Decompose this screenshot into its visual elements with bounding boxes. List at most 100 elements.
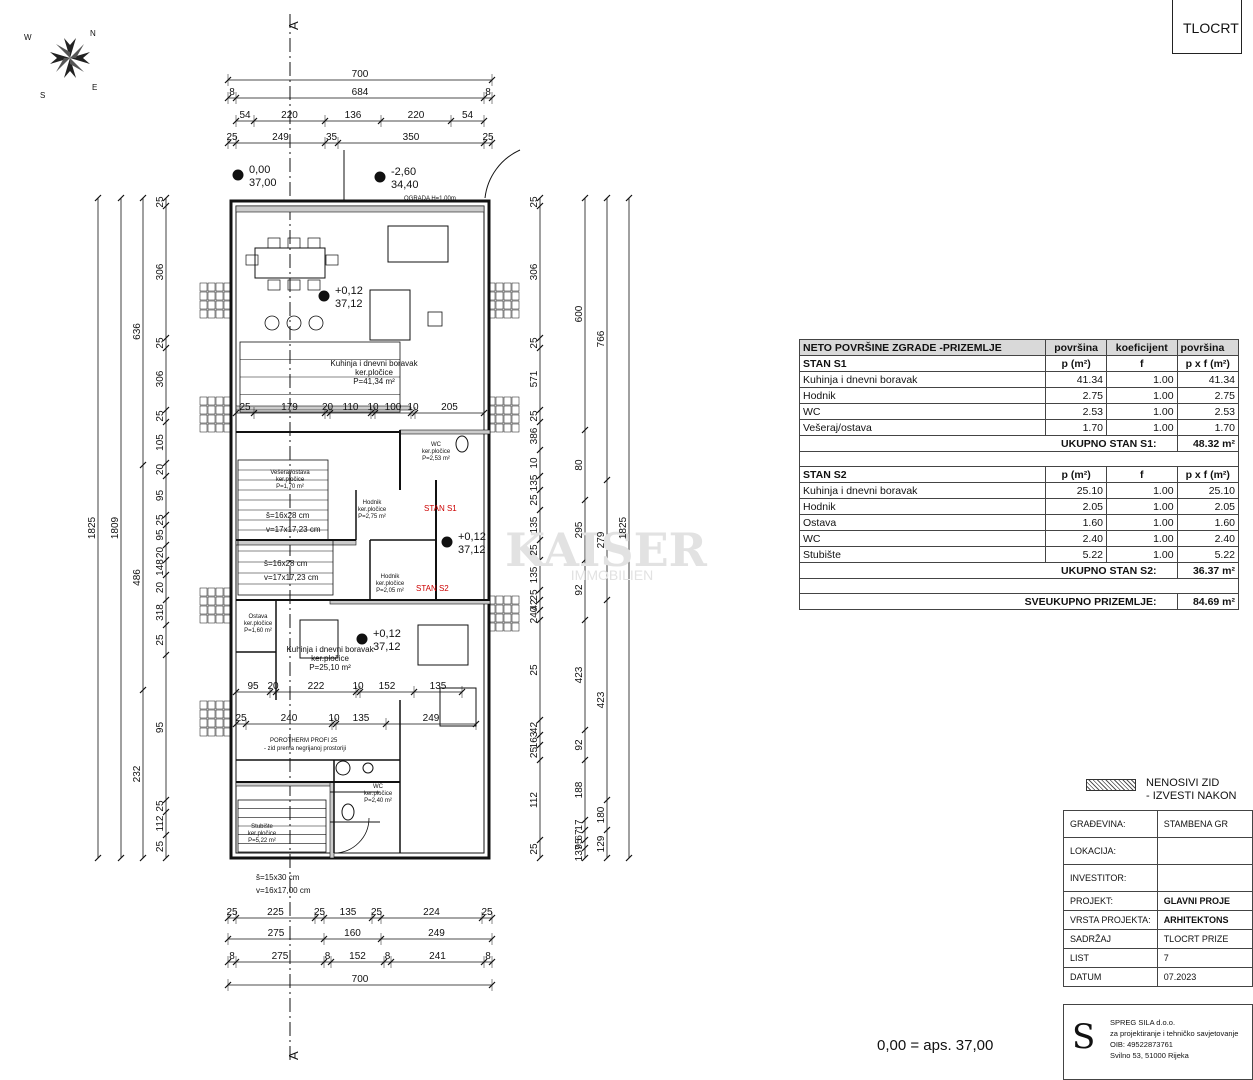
dimension-label: 135 — [529, 516, 540, 533]
dimension-tick — [162, 194, 170, 202]
dimension-tick — [94, 194, 102, 202]
dimension-tick — [536, 596, 544, 604]
room-value: 2.40 — [1176, 530, 1240, 547]
room-value: 25.10 — [1045, 482, 1107, 499]
info-label: SADRŽAJ — [1063, 929, 1158, 949]
chair — [307, 237, 321, 249]
room-area: P=2,05 m² — [376, 588, 404, 594]
dimension-tick — [139, 686, 147, 694]
dimension-label: 10 — [529, 457, 540, 469]
dimension-label: 25 — [529, 747, 540, 759]
dimension-label: 25 — [371, 907, 383, 918]
dimension-tick — [536, 606, 544, 614]
room-name: Hodnik — [381, 574, 401, 580]
dimension-tick — [581, 854, 589, 862]
compass-label: N — [90, 29, 96, 38]
s2-total-label: UKUPNO STAN S2: — [799, 562, 1178, 579]
wall-segment — [199, 396, 232, 433]
info-value: STAMBENA GR — [1156, 810, 1253, 838]
dimension-label: 241 — [429, 951, 446, 962]
dimension-tick — [117, 194, 125, 202]
staircase — [237, 459, 329, 541]
dimension-tick — [162, 796, 170, 804]
room-name: Stubište — [251, 824, 273, 830]
dimension-label: 225 — [267, 907, 284, 918]
chair — [287, 279, 301, 291]
info-value: 07.2023 — [1156, 967, 1253, 987]
s1-h1: p (m²) — [1045, 355, 1107, 372]
s2-h2: f — [1106, 466, 1178, 483]
dimension-tick — [536, 344, 544, 352]
dimension-label: 148 — [155, 559, 166, 576]
dimension-label: 240 — [529, 606, 540, 623]
staircase — [237, 799, 327, 853]
room-value: 5.22 — [1045, 546, 1107, 563]
dimension-tick — [603, 194, 611, 202]
dimension-label: 279 — [596, 531, 607, 548]
firm-stamp: S SPREG SILA d.o.o. za projektiranje i t… — [1063, 1004, 1253, 1080]
room-name: WC — [373, 784, 384, 790]
dimension-tick — [162, 344, 170, 352]
dimension-label: 25 — [226, 907, 238, 918]
dimension-label: 275 — [272, 951, 289, 962]
dimension-label: 163 — [529, 731, 540, 748]
dimension-tick — [581, 826, 589, 834]
dimension-label: 10 — [352, 681, 364, 692]
dimension-tick — [603, 596, 611, 604]
room-area: P=1,70 m² — [276, 484, 304, 490]
chair — [245, 254, 259, 266]
room-value: 1.00 — [1106, 530, 1178, 547]
dimension-label: 95 — [155, 529, 166, 541]
dimension-label: 1809 — [110, 516, 121, 539]
dimension-tick — [581, 756, 589, 764]
firm-oib: OIB: 49522873761 — [1110, 1040, 1173, 1049]
dimension-label: 700 — [352, 974, 369, 985]
room-name: Ostava — [798, 514, 1047, 531]
dimension-label: 600 — [574, 305, 585, 322]
dimension-label: 25 — [155, 841, 166, 853]
dimension-tick — [94, 854, 102, 862]
level-top: +0,12 — [458, 531, 486, 543]
room-area: P=5,22 m² — [248, 838, 276, 844]
level-bottom: 34,40 — [391, 179, 419, 191]
info-label: INVESTITOR: — [1063, 864, 1158, 892]
section-mark: A — [286, 21, 301, 30]
building-outer-wall — [229, 199, 491, 860]
room-area: P=2,40 m² — [364, 798, 392, 804]
s2-h1: p (m²) — [1045, 466, 1107, 483]
room-floor: ker.pločice — [358, 507, 387, 513]
s1-total-label: UKUPNO STAN S1: — [799, 435, 1178, 452]
dimension-label: 17 — [574, 819, 585, 831]
wall-segment — [199, 587, 232, 624]
dimension-label: 25 — [482, 132, 494, 143]
room-area: P=1,60 m² — [244, 628, 272, 634]
dimension-tick — [581, 194, 589, 202]
room-name: Vešeraj/ostava — [270, 470, 310, 476]
dimension-tick — [603, 826, 611, 834]
toilet-icon — [341, 803, 355, 821]
compass-label: E — [92, 83, 97, 92]
dimension-tick — [536, 406, 544, 414]
dimension-tick — [536, 756, 544, 764]
room-area: P=2,53 m² — [422, 456, 450, 462]
room-value: 41.34 — [1176, 371, 1240, 388]
room-floor: ker.pločice — [276, 477, 305, 483]
room-value: 2.40 — [1045, 530, 1107, 547]
dimension-tick — [139, 194, 147, 202]
firm-desc: za projektiranje i tehničko savjetovanje — [1110, 1029, 1239, 1038]
dimension-tick — [625, 194, 633, 202]
dimension-label: 105 — [155, 434, 166, 451]
dimension-label: 160 — [344, 928, 361, 939]
dimension-label: 80 — [574, 459, 585, 471]
unit-s2-title: STAN S2 — [798, 466, 1047, 483]
dimension-label: 54 — [462, 110, 474, 121]
dimension-label: 8 — [229, 87, 235, 98]
room-name: Hodnik — [363, 500, 383, 506]
dimension-tick — [536, 854, 544, 862]
sink-icon — [362, 762, 374, 774]
stair-note: š=16x28 cm — [264, 559, 308, 568]
dimension-tick — [162, 541, 170, 549]
info-value: ARHITEKTONS — [1156, 910, 1253, 930]
dimension-tick — [162, 406, 170, 414]
stool-icon — [308, 315, 324, 331]
